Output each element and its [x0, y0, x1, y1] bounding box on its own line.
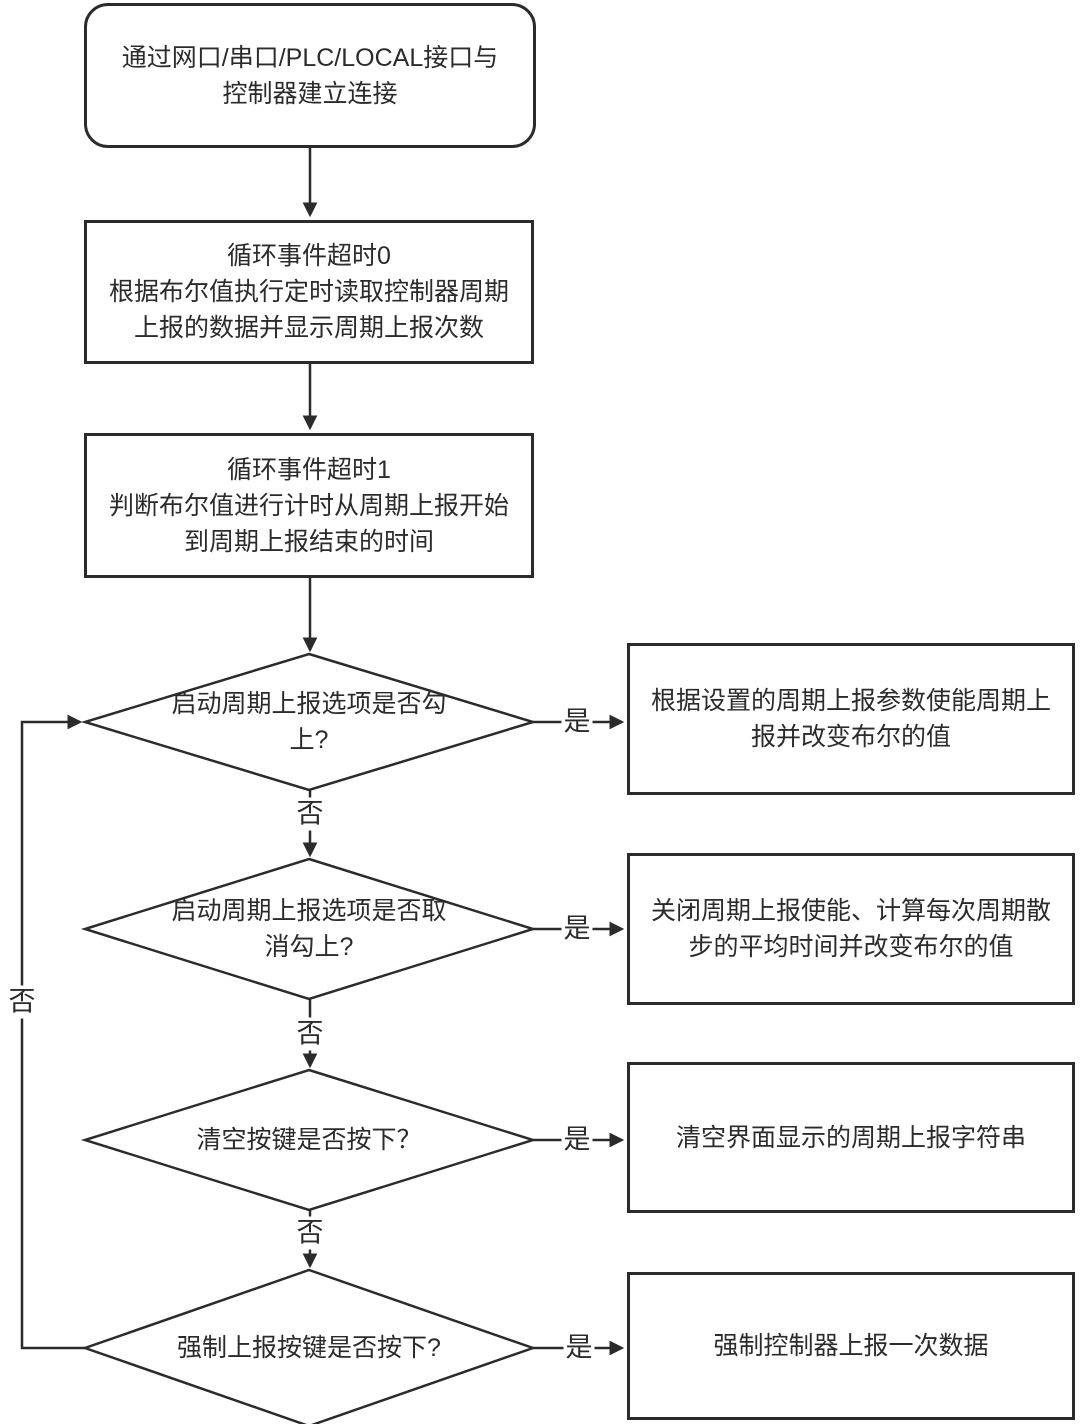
node-loop-event-1-body: 判断布尔值进行计时从周期上报开始到周期上报结束的时间 — [108, 491, 509, 556]
node-action-enable-report: 根据设置的周期上报参数使能周期上报并改变布尔的值 — [627, 643, 1075, 795]
decision2-diamond-shape — [80, 857, 538, 1001]
edge-label-yes-3: 是 — [561, 1123, 593, 1157]
edge-label-yes-1: 是 — [561, 705, 593, 739]
node-start-terminator: 通过网口/串口/PLC/LOCAL接口与控制器建立连接 — [84, 3, 536, 148]
node-start-label: 通过网口/串口/PLC/LOCAL接口与控制器建立连接 — [121, 43, 499, 108]
node-action-clear-display: 清空界面显示的周期上报字符串 — [627, 1062, 1075, 1213]
edge-label-no-3: 否 — [294, 1216, 326, 1250]
node-loop-event-1-title: 循环事件超时1 — [227, 455, 391, 484]
node-loop-event-0-body: 根据布尔值执行定时读取控制器周期上报的数据并显示周期上报次数 — [108, 278, 509, 342]
decision4-diamond-shape — [81, 1268, 537, 1424]
node-action-force-once: 强制控制器上报一次数据 — [627, 1272, 1075, 1420]
edge-label-no-2: 否 — [294, 1017, 326, 1051]
decision1-label: 启动周期上报选项是否勾上? — [171, 690, 447, 754]
node-loop-event-1: 循环事件超时1 判断布尔值进行计时从周期上报开始到周期上报结束的时间 — [84, 433, 534, 578]
decision3-label: 清空按键是否按下？ — [196, 1126, 422, 1154]
decision2-label: 启动周期上报选项是否取消勾上? — [171, 897, 447, 961]
node-action-clear-display-label: 清空界面显示的周期上报字符串 — [675, 1123, 1026, 1152]
node-action-force-once-label: 强制控制器上报一次数据 — [713, 1332, 989, 1360]
node-action-disable-report-label: 关闭周期上报使能、计算每次周期散步的平均时间并改变布尔的值 — [650, 897, 1051, 961]
edge-label-yes-2: 是 — [561, 912, 593, 946]
node-loop-event-0: 循环事件超时0 根据布尔值执行定时读取控制器周期上报的数据并显示周期上报次数 — [84, 220, 534, 364]
node-action-disable-report: 关闭周期上报使能、计算每次周期散步的平均时间并改变布尔的值 — [627, 853, 1075, 1005]
edge-label-no-1: 否 — [294, 797, 326, 831]
node-loop-event-0-title: 循环事件超时0 — [227, 242, 391, 270]
decision3-diamond-shape — [80, 1068, 538, 1212]
connector-loopback-no — [20, 714, 85, 1350]
decision1-diamond-shape — [80, 652, 538, 792]
edge-label-yes-4: 是 — [563, 1331, 595, 1365]
decision4-label: 强制上报按键是否按下? — [177, 1334, 441, 1362]
edge-label-no-loopback: 否 — [6, 985, 38, 1019]
node-action-enable-report-label: 根据设置的周期上报参数使能周期上报并改变布尔的值 — [650, 687, 1051, 751]
